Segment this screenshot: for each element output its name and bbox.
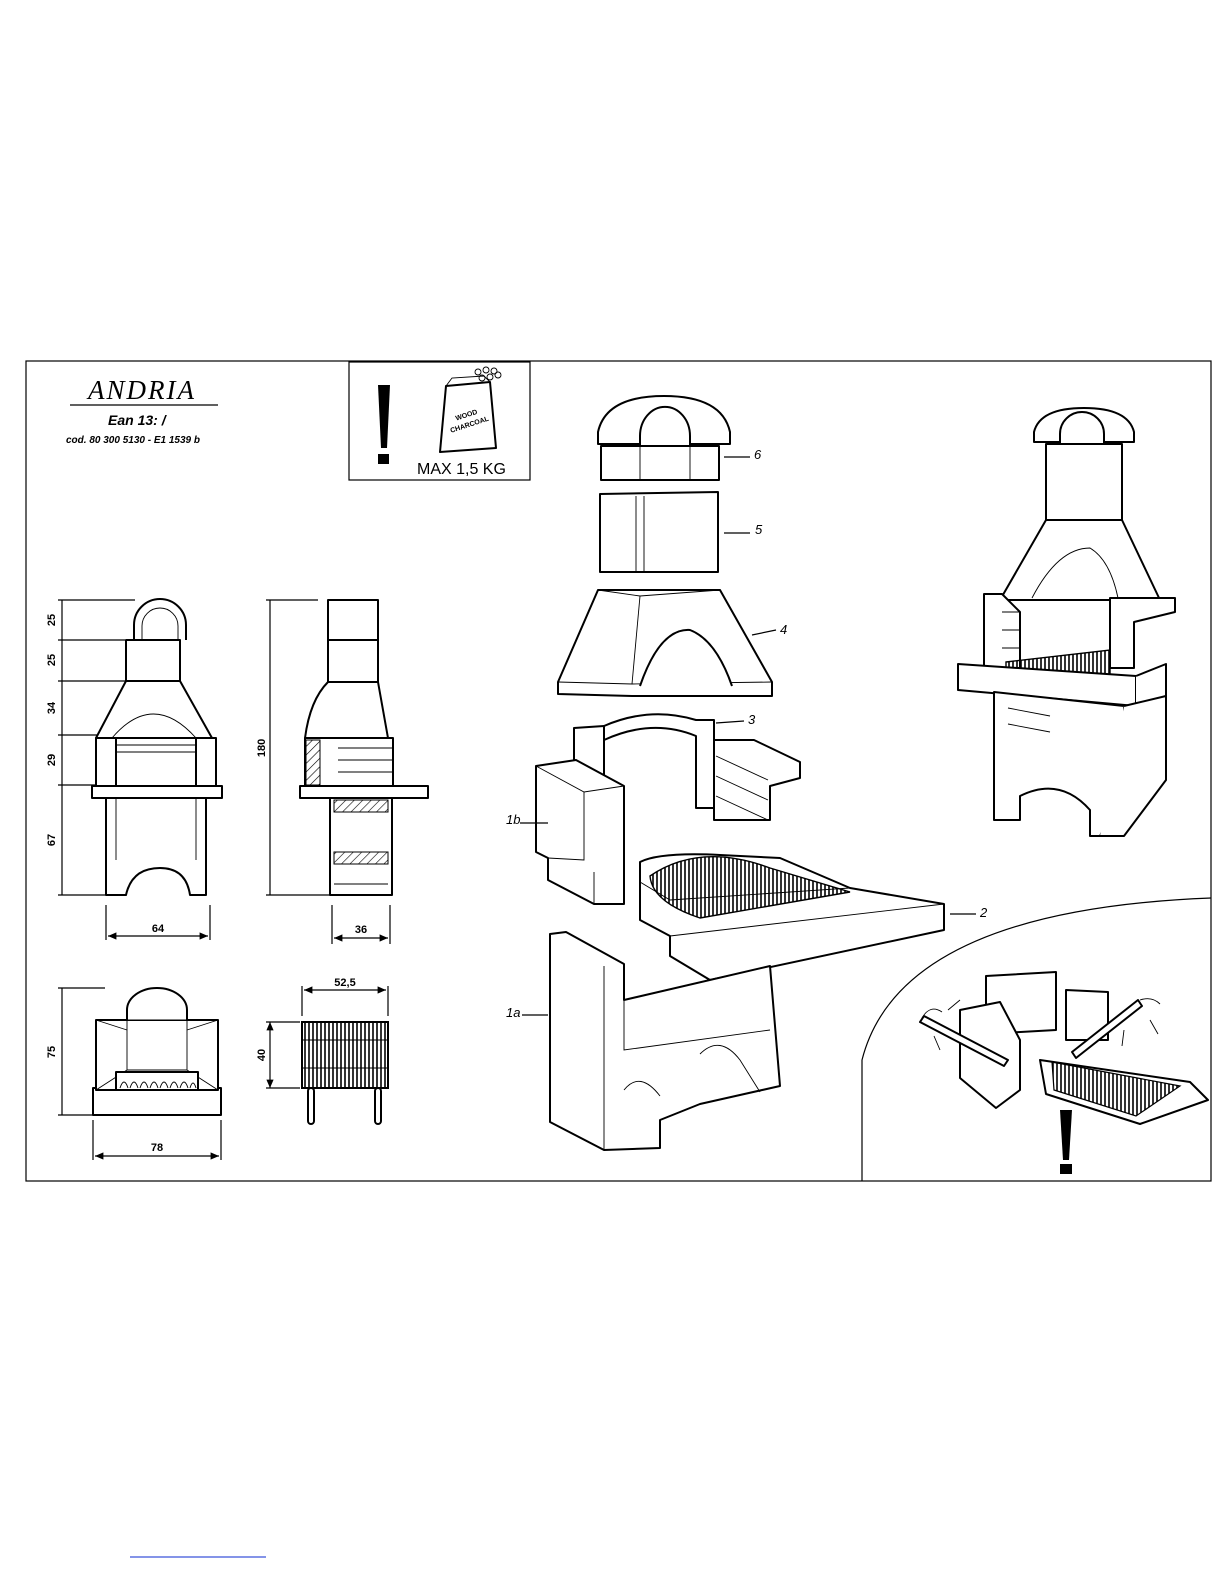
dim-grill-depth: 40 (256, 1049, 268, 1061)
label-part-4: 4 (780, 622, 787, 637)
top-view: 75 78 (46, 988, 221, 1160)
label-part-3: 3 (748, 712, 756, 727)
dim-side-height: 180 (256, 739, 268, 757)
dim-front-h3: 34 (46, 701, 58, 714)
grill-view: 52,5 40 (256, 977, 388, 1124)
dim-front-width: 64 (152, 923, 165, 935)
exclamation-icon (1060, 1110, 1072, 1174)
ean-code: Ean 13: / (108, 412, 168, 428)
charcoal-warning-box: WOOD CHARCOAL MAX 1,5 KG (349, 362, 530, 480)
dim-front-h2: 25 (46, 654, 58, 666)
title-block: ANDRIA Ean 13: / cod. 80 300 5130 - E1 1… (66, 375, 218, 446)
exploded-assembly-view: 6 5 4 3 (506, 396, 988, 1150)
dim-top-height: 75 (46, 1046, 58, 1058)
product-code: cod. 80 300 5130 - E1 1539 b (66, 435, 200, 446)
product-title: ANDRIA (86, 375, 196, 405)
max-load-text: MAX 1,5 KG (417, 461, 506, 478)
dim-front-h5: 67 (46, 834, 58, 846)
label-part-1a: 1a (506, 1005, 520, 1020)
label-part-2: 2 (979, 905, 988, 920)
front-elevation-view: 25 25 34 29 67 64 (46, 599, 222, 940)
cement-application-detail (862, 898, 1211, 1181)
part-2-grill-slab: 2 (640, 854, 988, 980)
dim-grill-width: 52,5 (334, 977, 355, 989)
side-elevation-view: 180 36 (256, 600, 428, 944)
dim-front-h4: 29 (46, 754, 58, 766)
part-6-arch: 6 (598, 396, 762, 480)
part-5-chimney-block: 5 (600, 492, 763, 572)
dim-top-width: 78 (151, 1142, 163, 1154)
dim-side-depth: 36 (355, 924, 367, 936)
charcoal-bag-icon: WOOD CHARCOAL (440, 367, 501, 452)
exclamation-icon (378, 385, 390, 464)
label-part-5: 5 (755, 522, 763, 537)
label-part-1b: 1b (506, 812, 520, 827)
label-part-6: 6 (754, 447, 762, 462)
part-4-hood: 4 (558, 590, 787, 696)
dim-front-h1: 25 (46, 614, 58, 626)
assembled-barbecue-view (958, 408, 1175, 836)
